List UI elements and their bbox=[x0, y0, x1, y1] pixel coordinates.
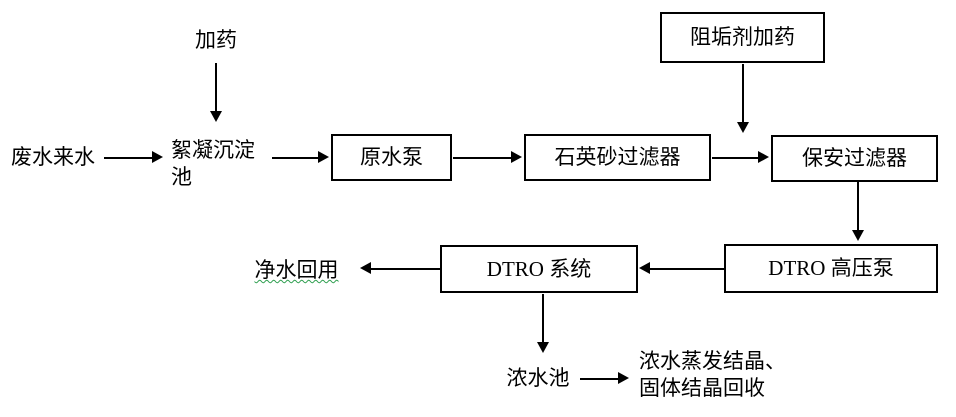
node-dosing[interactable]: 加药 bbox=[183, 23, 249, 57]
edge-line bbox=[712, 157, 760, 159]
node-brine-pond[interactable]: 浓水池 bbox=[503, 362, 573, 394]
arrowhead-right-icon bbox=[758, 151, 769, 163]
edge-line bbox=[580, 378, 620, 380]
node-brine-evaporation-crystallization-label: 浓水蒸发结晶、 固体结晶回收 bbox=[639, 349, 786, 400]
arrowhead-left-icon bbox=[360, 262, 371, 274]
node-coagulation-sedimentation-label: 絮凝沉淀 池 bbox=[171, 138, 255, 189]
node-dosing-label: 加药 bbox=[195, 27, 237, 52]
node-influent-label: 废水来水 bbox=[11, 144, 95, 169]
arrowhead-right-icon bbox=[511, 151, 522, 163]
edge-line bbox=[215, 63, 217, 113]
node-quartz-sand-filter-label: 石英砂过滤器 bbox=[554, 145, 681, 170]
arrowhead-right-icon bbox=[152, 151, 163, 163]
node-brine-evaporation-crystallization[interactable]: 浓水蒸发结晶、 固体结晶回收 bbox=[639, 348, 829, 410]
arrowhead-down-icon bbox=[537, 342, 549, 353]
edge-line bbox=[650, 268, 726, 270]
node-raw-water-pump-label: 原水泵 bbox=[360, 145, 423, 170]
node-dtro-high-pressure-pump-label: DTRO 高压泵 bbox=[768, 256, 894, 281]
edge-line bbox=[542, 294, 544, 344]
node-antiscalant-dosing-label: 阻垢剂加药 bbox=[690, 25, 795, 50]
node-quartz-sand-filter[interactable]: 石英砂过滤器 bbox=[524, 134, 711, 181]
node-dtro-system[interactable]: DTRO 系统 bbox=[440, 245, 638, 293]
node-coagulation-sedimentation[interactable]: 絮凝沉淀 池 bbox=[171, 137, 276, 199]
arrowhead-left-icon bbox=[639, 262, 650, 274]
node-clean-water-reuse[interactable]: 净水回用 bbox=[249, 254, 344, 286]
edge-line bbox=[742, 64, 744, 124]
arrowhead-down-icon bbox=[852, 230, 864, 241]
node-brine-pond-label: 浓水池 bbox=[506, 365, 570, 390]
node-cartridge-filter[interactable]: 保安过滤器 bbox=[771, 135, 938, 182]
node-cartridge-filter-label: 保安过滤器 bbox=[802, 146, 907, 171]
arrowhead-down-icon bbox=[737, 122, 749, 133]
edge-line bbox=[272, 157, 320, 159]
edge-line bbox=[104, 157, 154, 159]
node-dtro-system-label: DTRO 系统 bbox=[486, 256, 592, 281]
arrowhead-down-icon bbox=[210, 111, 222, 122]
arrowhead-right-icon bbox=[618, 372, 629, 384]
node-raw-water-pump[interactable]: 原水泵 bbox=[331, 134, 452, 181]
node-influent[interactable]: 废水来水 bbox=[7, 141, 99, 173]
arrowhead-right-icon bbox=[318, 151, 329, 163]
node-antiscalant-dosing[interactable]: 阻垢剂加药 bbox=[660, 12, 825, 63]
edge-line bbox=[371, 268, 441, 270]
edge-line bbox=[857, 182, 859, 232]
node-dtro-high-pressure-pump[interactable]: DTRO 高压泵 bbox=[724, 244, 938, 293]
edge-line bbox=[453, 157, 513, 159]
node-clean-water-reuse-label: 净水回用 bbox=[254, 257, 339, 282]
